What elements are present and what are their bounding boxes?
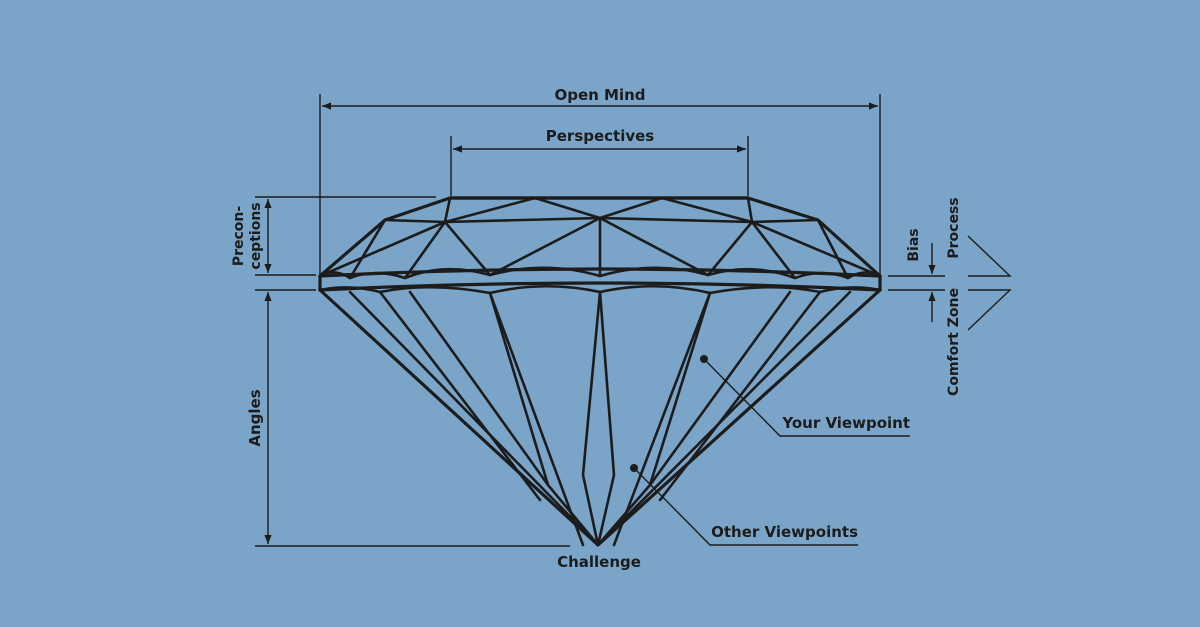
challenge-label: Challenge (557, 553, 641, 571)
other-viewpoints-label: Other Viewpoints (711, 523, 858, 541)
preconceptions-label-line2: ceptions (248, 202, 264, 269)
diamond-crown-facets (318, 196, 882, 280)
open-mind-label: Open Mind (554, 86, 645, 104)
preconceptions-label-line1: Precon- (231, 206, 247, 267)
other-viewpoints-leader (633, 467, 858, 546)
diamond-girdle-bottom (318, 281, 882, 292)
diamond (318, 196, 882, 547)
process-label: Process (946, 197, 962, 258)
dimension-lines (255, 94, 1012, 547)
process-chevrons (967, 235, 1012, 331)
comfort-zone-label: Comfort Zone (946, 288, 962, 396)
your-viewpoint-dot (700, 355, 708, 363)
angles-label: Angles (246, 389, 264, 446)
your-viewpoint-label: Your Viewpoint (781, 414, 910, 432)
bias-label: Bias (906, 228, 922, 261)
perspectives-label: Perspectives (546, 127, 655, 145)
your-viewpoint-leader (703, 358, 910, 437)
other-viewpoints-dot (630, 464, 638, 472)
diamond-pavilion-facets (318, 284, 882, 547)
